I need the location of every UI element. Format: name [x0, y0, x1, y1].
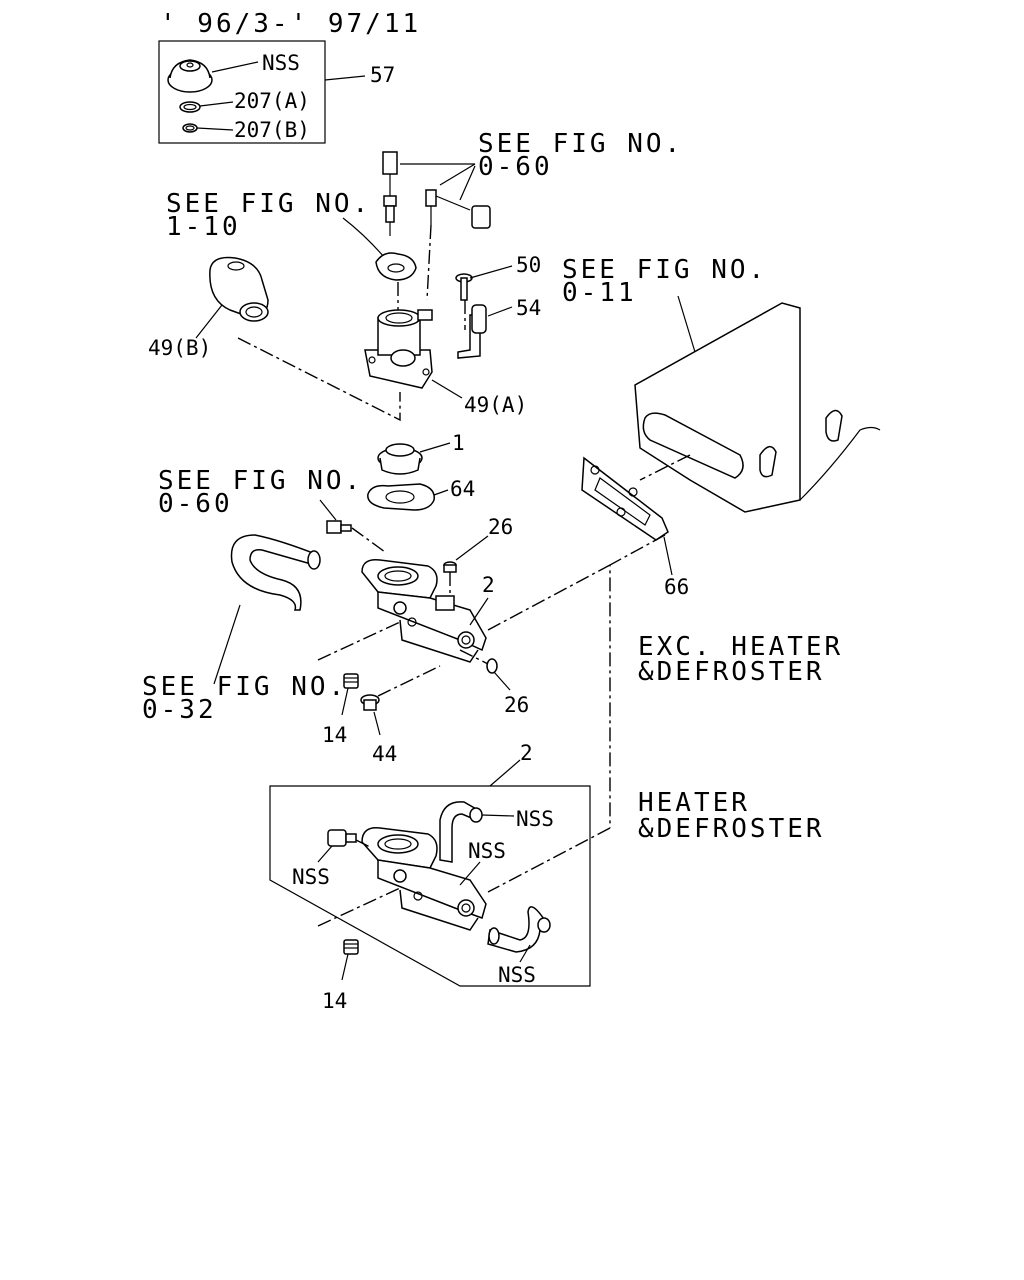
bracket-54-icon: [457, 304, 487, 359]
see-fig-0-11-line1: SEE FIG NO.: [562, 255, 767, 285]
label-26-bottom: 26: [504, 693, 529, 717]
label-nss-left: NSS: [292, 865, 330, 889]
hose-nss-bottom-icon: [487, 906, 551, 953]
nipple-nss-left-icon: [327, 829, 357, 847]
water-temp-switch-icon: [326, 520, 352, 534]
label-nss-hose: NSS: [498, 963, 536, 987]
o-ring-a-icon: [179, 101, 201, 113]
label-2-exc: 2: [482, 573, 495, 597]
label-1: 1: [452, 431, 465, 455]
top-inset-box: NSS 207(A) 207(B): [158, 40, 326, 144]
bolt-44-icon: [360, 694, 380, 711]
see-fig-0-60-mid-line2: 0-60: [158, 489, 233, 519]
label-nss-elbow: NSS: [516, 807, 554, 831]
bottom-inset-box: [269, 785, 591, 987]
label-64: 64: [450, 477, 475, 501]
label-26-top: 26: [488, 515, 513, 539]
see-fig-0-60-top-line1: SEE FIG NO.: [478, 129, 683, 159]
thermostat-housing-49a-icon: [364, 309, 433, 389]
label-207a: 207(A): [234, 89, 310, 113]
label-nss-cap: NSS: [262, 51, 300, 75]
variant-with-line1: HEATER: [638, 788, 750, 818]
water-pipe-2-exc-icon: [361, 559, 487, 663]
label-207b: 207(B): [234, 118, 310, 142]
thermostat-gasket-icon: [375, 252, 417, 281]
plug-26-top-icon: [443, 561, 457, 573]
water-pipe-2-heater-icon: [361, 827, 487, 931]
water-hose-icon: [230, 534, 321, 611]
label-44: 44: [372, 742, 397, 766]
plug-14-exc-icon: [343, 673, 359, 689]
see-fig-0-60-mid-line1: SEE FIG NO.: [158, 466, 363, 496]
label-14-heater: 14: [322, 989, 347, 1013]
label-14-exc: 14: [322, 723, 347, 747]
plug-26-bottom-icon: [486, 658, 498, 674]
o-ring-b-icon: [182, 123, 198, 133]
production-period: ' 96/3-' 97/11: [160, 9, 421, 39]
label-66: 66: [664, 575, 689, 599]
see-fig-0-32-line1: SEE FIG NO.: [142, 672, 347, 702]
plug-14-heater-icon: [343, 939, 359, 955]
label-nss-pipe: NSS: [468, 839, 506, 863]
gasket-66-icon: [581, 456, 669, 541]
see-fig-0-60-top-line2: 0-60: [478, 152, 553, 182]
temp-sensor-1-icon: [382, 151, 398, 236]
gasket-64-icon: [367, 483, 435, 511]
label-2-heater: 2: [520, 741, 533, 765]
label-49a: 49(A): [464, 393, 527, 417]
variant-exc-line2: &DEFROSTER: [638, 657, 825, 687]
temp-sensor-2-icon: [425, 189, 491, 301]
label-49b: 49(B): [148, 336, 211, 360]
bolt-50-icon: [455, 273, 473, 301]
water-outlet-49b-icon: [209, 256, 269, 322]
engine-block-icon: [634, 302, 881, 513]
see-fig-0-32-line2: 0-32: [142, 695, 217, 725]
thermostat-cap-icon: [167, 59, 213, 93]
label-54: 54: [516, 296, 541, 320]
variant-exc-line1: EXC. HEATER: [638, 632, 843, 662]
see-fig-0-11-line2: 0-11: [562, 278, 637, 308]
label-57: 57: [370, 63, 395, 87]
thermostat-1-icon: [377, 443, 423, 475]
label-50: 50: [516, 253, 541, 277]
see-fig-1-10-line2: 1-10: [166, 212, 241, 242]
see-fig-1-10-line1: SEE FIG NO.: [166, 189, 371, 219]
variant-with-line2: &DEFROSTER: [638, 814, 825, 844]
